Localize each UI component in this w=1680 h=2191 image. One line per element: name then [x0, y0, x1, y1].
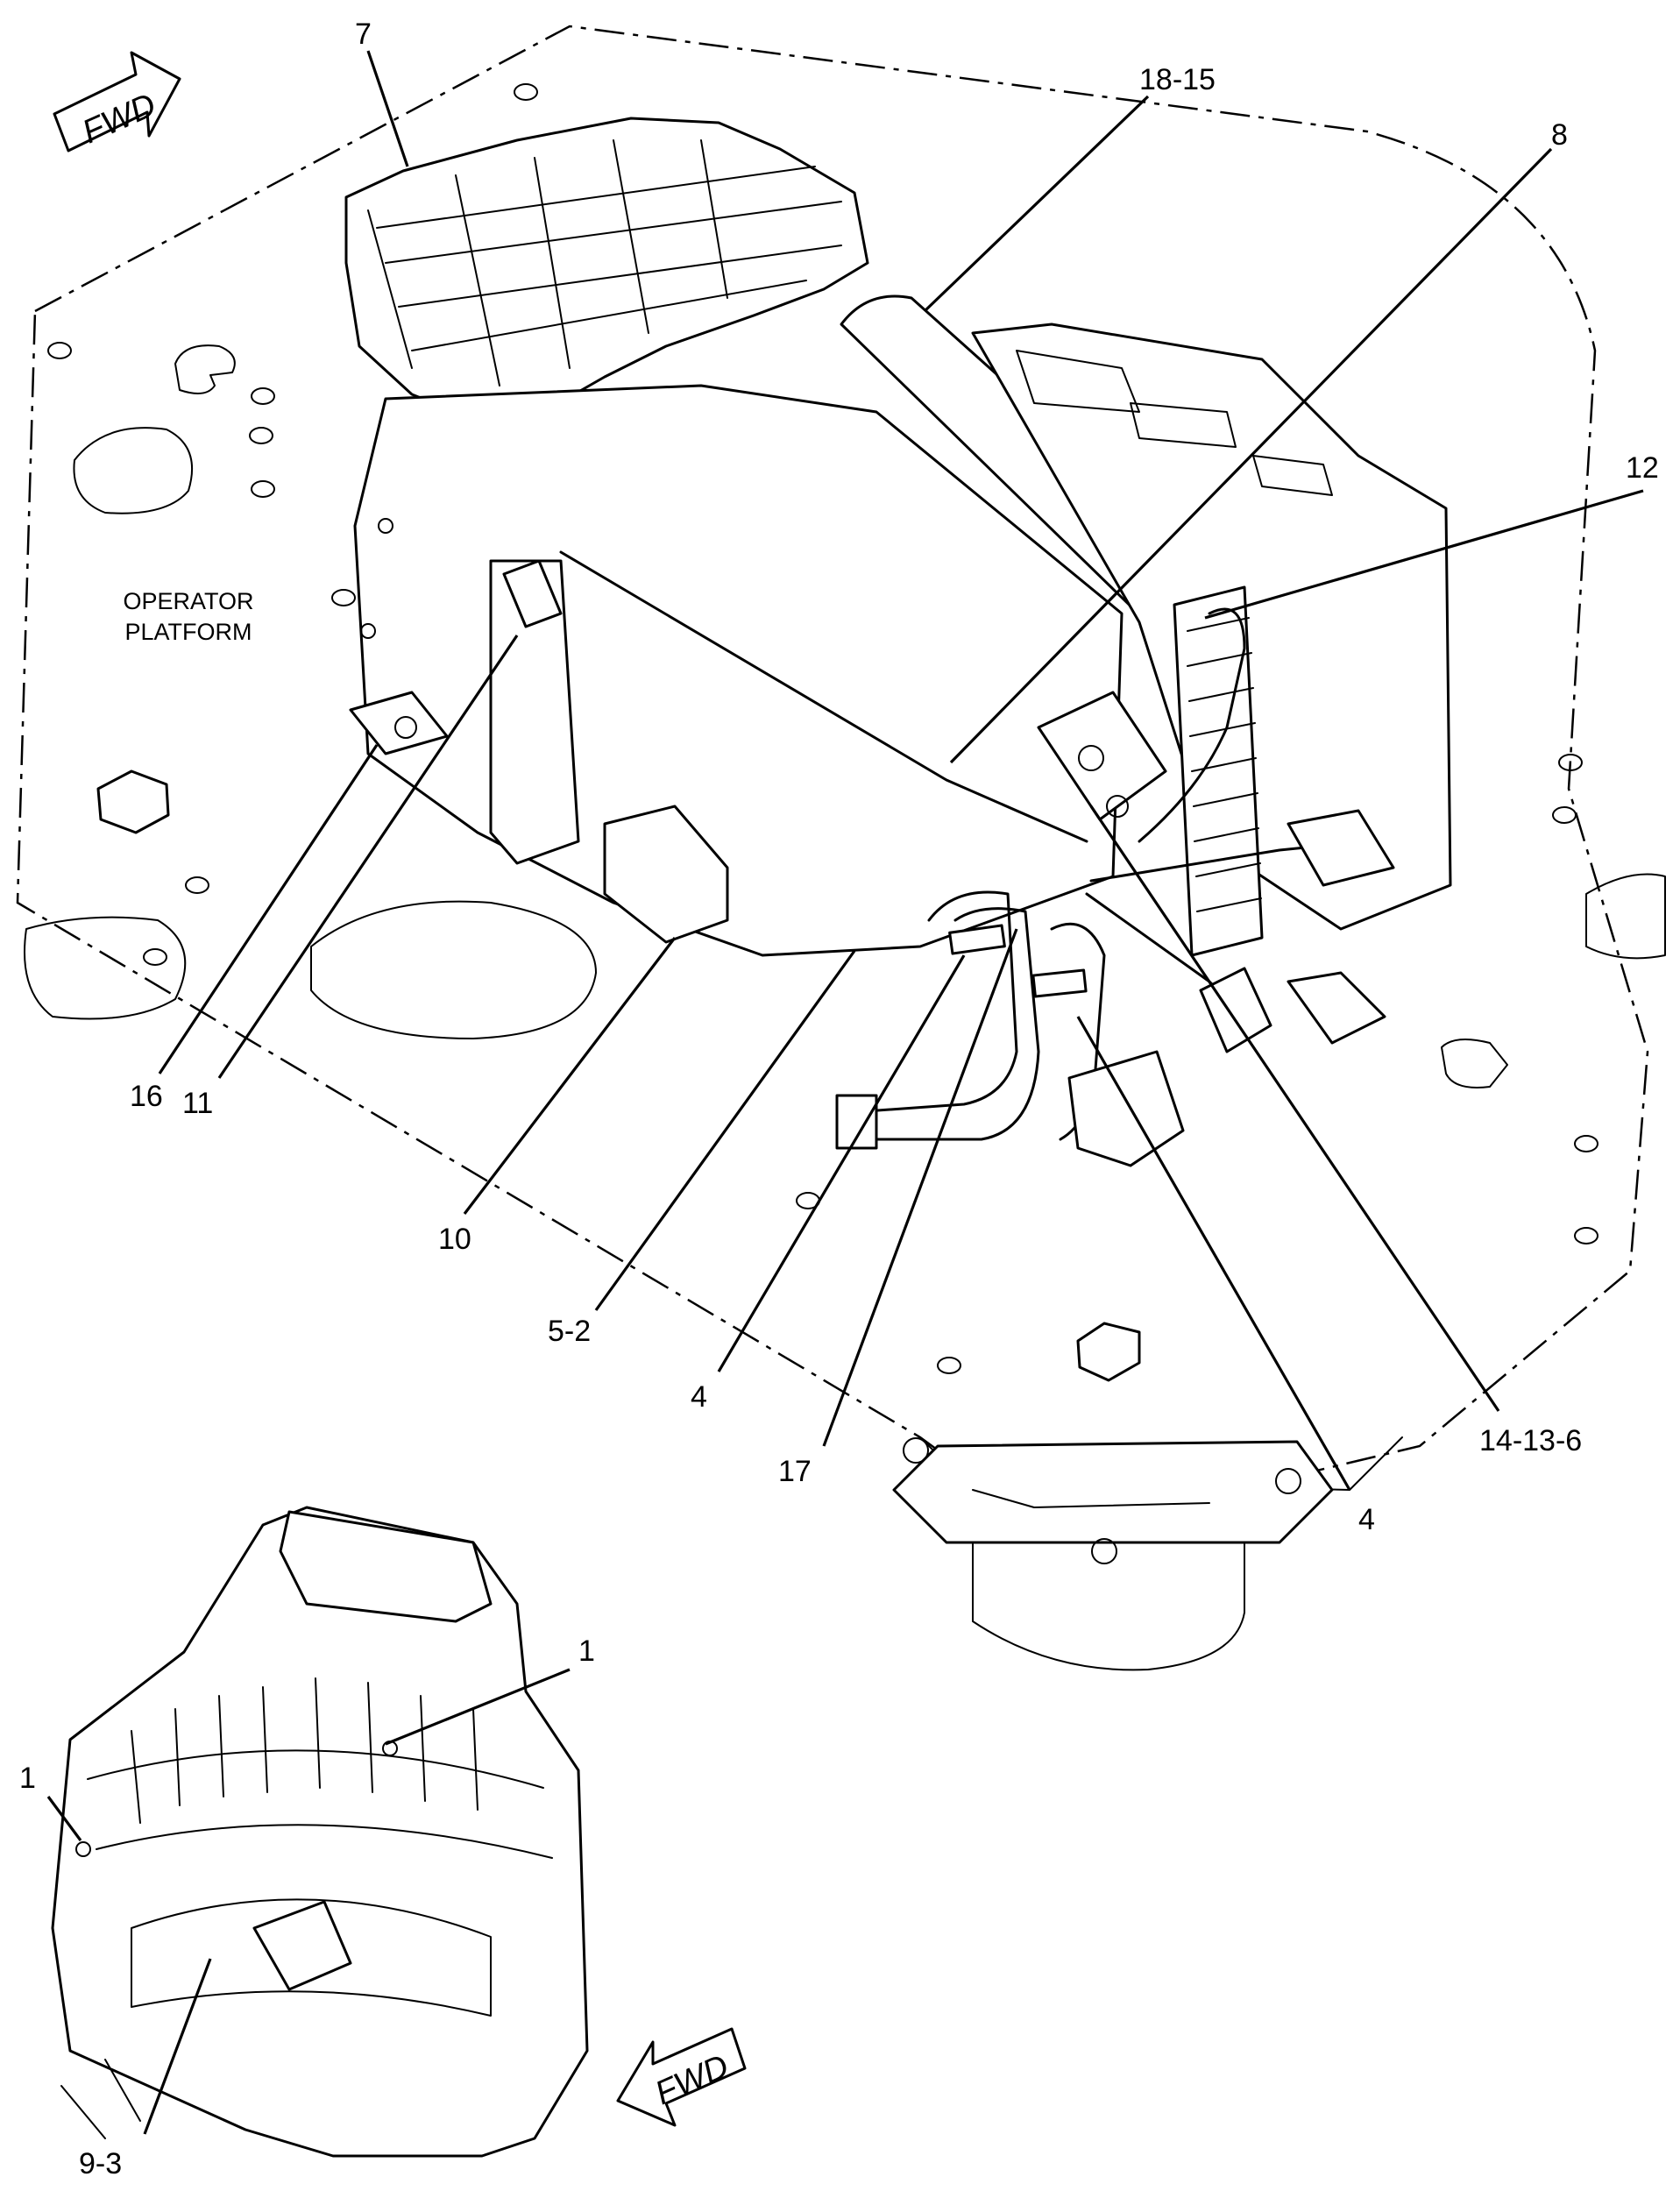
platform-label-line1: OPERATOR	[123, 588, 253, 614]
callout-4-left: 4	[691, 1380, 707, 1414]
hvac-unit	[344, 117, 1452, 1167]
blower-motor-housing	[892, 1322, 1334, 1671]
leader-8	[949, 147, 1553, 764]
leader-16	[158, 744, 379, 1074]
leader-7	[366, 50, 409, 167]
callout-4-right: 4	[1358, 1503, 1375, 1536]
leader-1-left	[46, 1796, 82, 1841]
leader-lines	[46, 50, 1644, 2135]
leader-4-left	[717, 954, 966, 1372]
callout-1-right: 1	[578, 1634, 595, 1668]
callout-18-15: 18-15	[1139, 63, 1216, 96]
callouts: 7 18-15 8 12 16 11 10 5-2 4 17 14-13-6 4…	[19, 18, 1659, 2180]
callout-10: 10	[438, 1223, 471, 1256]
leader-12	[1204, 489, 1644, 620]
leader-5-2	[594, 950, 856, 1311]
callout-8: 8	[1551, 118, 1568, 152]
platform-holes	[47, 83, 1598, 1374]
callout-1-left: 1	[19, 1762, 36, 1795]
leader-18-15	[923, 95, 1150, 313]
leader-1-right	[385, 1668, 571, 1746]
leader-4-right	[1076, 1016, 1351, 1491]
callout-17: 17	[778, 1455, 812, 1488]
fwd-arrow-top: FWD	[53, 51, 181, 152]
leader-9-3	[143, 1958, 212, 2135]
operator-platform	[16, 25, 1666, 1535]
callout-12: 12	[1626, 451, 1659, 485]
fwd-arrow-bottom: FWD	[616, 2027, 747, 2127]
callout-14-13-6: 14-13-6	[1479, 1424, 1582, 1457]
leader-14-13-6	[1089, 805, 1500, 1412]
callout-16: 16	[130, 1080, 163, 1113]
callout-5-2: 5-2	[548, 1315, 591, 1348]
inset-blower-view	[51, 1506, 589, 2158]
callout-7: 7	[355, 18, 372, 51]
leader-10	[463, 937, 677, 1215]
platform-label-line2: PLATFORM	[124, 619, 252, 645]
leader-17	[822, 928, 1018, 1447]
callout-9-3: 9-3	[79, 2147, 122, 2180]
callout-11: 11	[182, 1087, 213, 1120]
leader-11	[217, 635, 519, 1079]
